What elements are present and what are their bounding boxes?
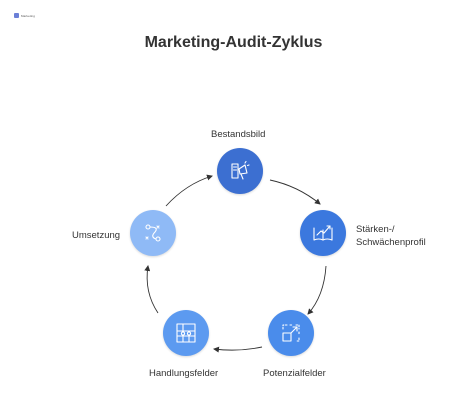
arrow-umsetzung-to-bestandsbild <box>165 174 213 207</box>
label-umsetzung: Umsetzung <box>72 230 121 241</box>
node-bestandsbild <box>217 148 263 194</box>
expand-arrow-icon <box>282 324 300 342</box>
arrow-potenzial-to-handlung <box>213 346 263 353</box>
node-potenzialfelder <box>268 310 314 356</box>
logo-mark <box>14 13 19 18</box>
label-potenzialfelder: Potenzialfelder <box>263 368 326 379</box>
node-staerken-schwaechen <box>300 210 346 256</box>
arrow-bestandsbild-to-staerken <box>269 179 321 205</box>
arrow-handlung-to-umsetzung <box>144 265 159 314</box>
arrow-staerken-to-potenzial <box>307 265 327 315</box>
logo-text: Marketing <box>21 13 36 18</box>
flowchart-icon <box>176 323 196 343</box>
route-path-icon <box>145 224 161 242</box>
label-bestandsbild: Bestandsbild <box>211 129 266 140</box>
diagram-title: Marketing-Audit-Zyklus <box>144 34 323 51</box>
label-staerken-line1: Stärken-/ <box>356 224 395 235</box>
growth-chart-book-icon <box>313 225 333 241</box>
marketing-megaphone-icon <box>231 160 250 180</box>
label-handlungsfelder: Handlungsfelder <box>149 368 219 379</box>
node-handlungsfelder <box>163 310 209 356</box>
label-staerken-line2: Schwächenprofil <box>356 237 426 248</box>
node-umsetzung <box>130 210 176 256</box>
logo: Marketing <box>14 13 35 18</box>
